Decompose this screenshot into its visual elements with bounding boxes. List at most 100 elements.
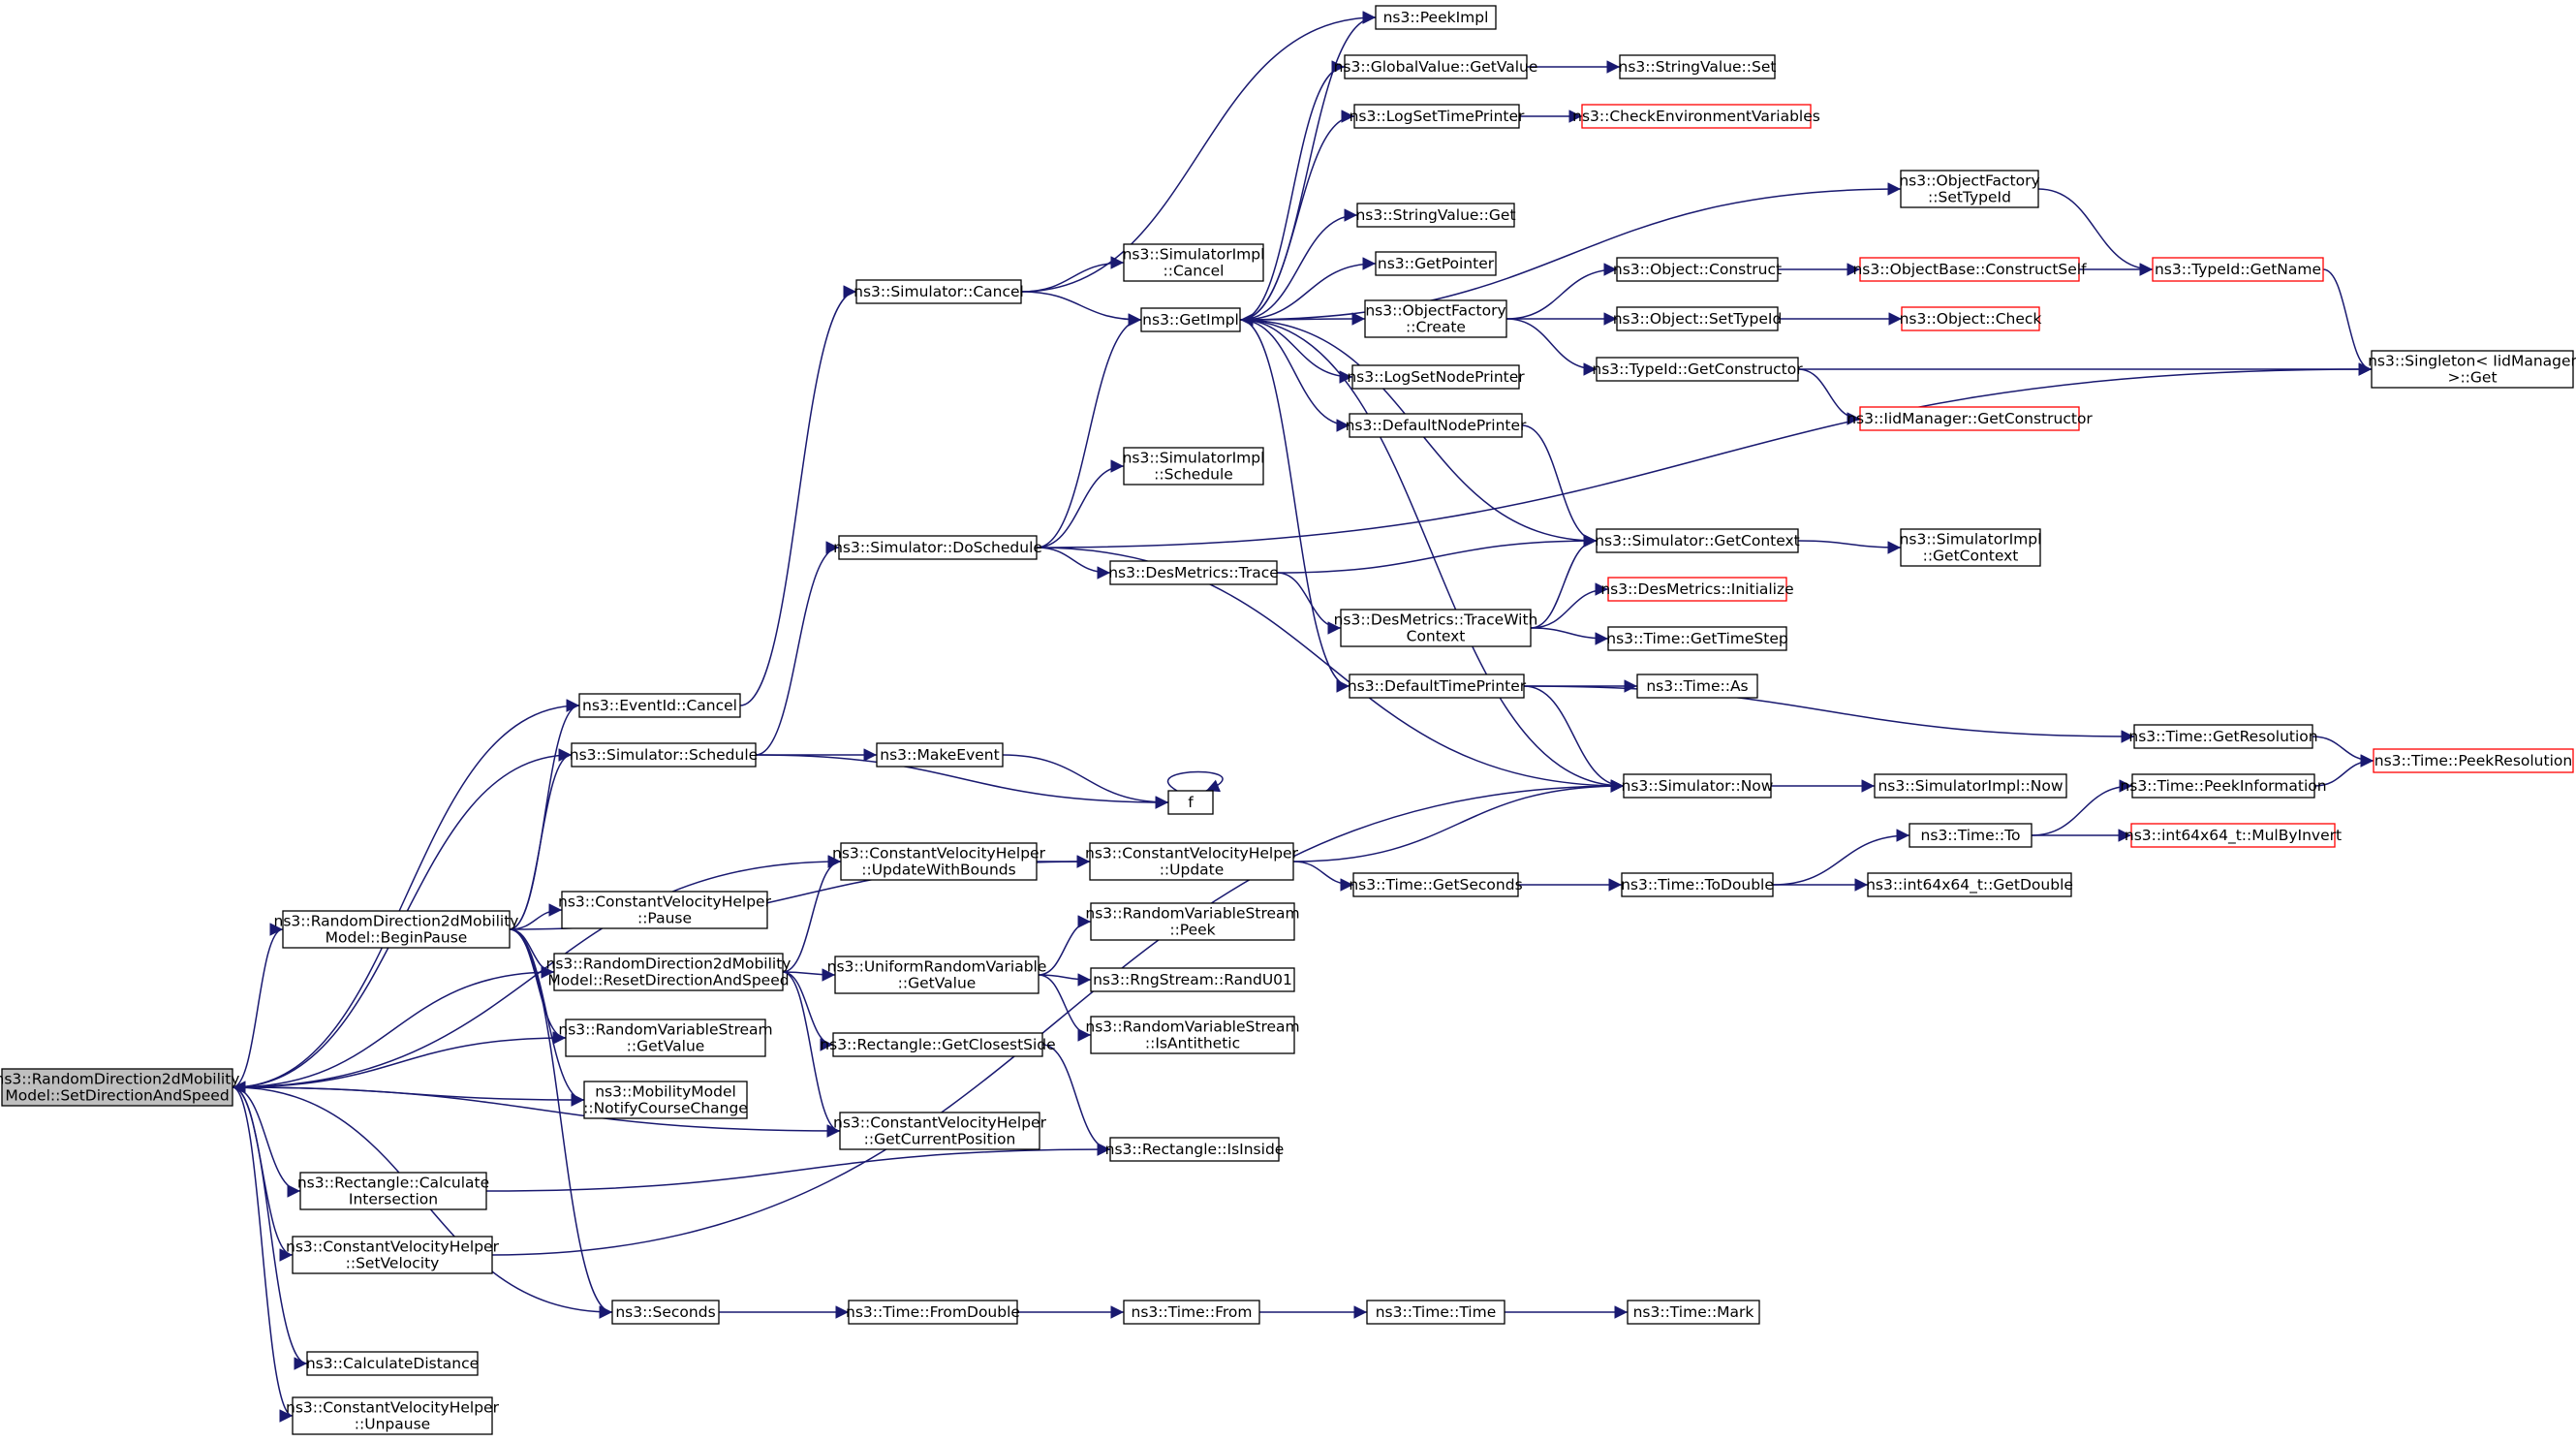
node-box <box>282 910 511 949</box>
edge-root-to-cvh_getpos <box>232 1086 841 1138</box>
node-iid_getctor[interactable]: ns3::IidManager::GetConstructor <box>1847 406 2093 431</box>
node-singleton_get[interactable]: ns3::Singleton< IidManager>::Get <box>2368 350 2576 389</box>
node-time_as[interactable]: ns3::Time::As <box>1636 674 1758 699</box>
edge-root-to-rvs_getvalue <box>232 1031 567 1088</box>
node-obj_check[interactable]: ns3::Object::Check <box>1900 306 2042 331</box>
node-root[interactable]: ns3::RandomDirection2dMobilityModel::Set… <box>0 1068 239 1107</box>
node-label: ns3::CheckEnvironmentVariables <box>1572 108 1820 125</box>
node-time_getseconds[interactable]: ns3::Time::GetSeconds <box>1349 872 1523 897</box>
node-box <box>1859 257 2080 282</box>
node-simimpl_getcontext[interactable]: ns3::SimulatorImpl::GetContext <box>1900 528 2042 567</box>
node-label: ns3::Seconds <box>615 1303 715 1321</box>
node-box <box>1356 203 1515 228</box>
node-f[interactable]: f <box>1167 790 1214 815</box>
node-logsetnode[interactable]: ns3::LogSetNodePrinter <box>1347 364 1525 390</box>
node-makeevent[interactable]: ns3::MakeEvent <box>876 742 1004 768</box>
node-cvh_updatebounds[interactable]: ns3::ConstantVelocityHelper::UpdateWithB… <box>832 842 1046 881</box>
node-gv_getvalue[interactable]: ns3::GlobalValue::GetValue <box>1334 54 1538 79</box>
node-notify[interactable]: ns3::MobilityModel::NotifyCourseChange <box>583 1081 748 1119</box>
node-sim_doschedule[interactable]: ns3::Simulator::DoSchedule <box>833 535 1042 560</box>
edge-root-to-cvh_unpause <box>232 1086 294 1423</box>
node-seconds[interactable]: ns3::Seconds <box>611 1300 720 1325</box>
node-getpointer[interactable]: ns3::GetPointer <box>1375 251 1497 276</box>
node-box <box>1090 1016 1295 1054</box>
node-of_settypeid[interactable]: ns3::ObjectFactory::SetTypeId <box>1899 170 2040 208</box>
node-label: ns3::PeekImpl <box>1383 9 1489 26</box>
node-of_create[interactable]: ns3::ObjectFactory::Create <box>1364 299 1507 338</box>
node-time_gettimestep[interactable]: ns3::Time::GetTimeStep <box>1606 626 1788 651</box>
node-peekimpl[interactable]: ns3::PeekImpl <box>1375 5 1497 30</box>
edge-getimpl-to-logsetnode <box>1239 319 1353 384</box>
node-obj_construct[interactable]: ns3::Object::Construct <box>1613 257 1782 282</box>
node-int64_mulbyinvert[interactable]: ns3::int64x64_t::MulByInvert <box>2125 823 2342 848</box>
node-checkenv[interactable]: ns3::CheckEnvironmentVariables <box>1572 104 1820 129</box>
node-typeid_getctor[interactable]: ns3::TypeId::GetConstructor <box>1592 357 1803 382</box>
node-label: ns3::StringValue::Set <box>1619 58 1777 76</box>
node-cvh_getpos[interactable]: ns3::ConstantVelocityHelper::GetCurrentP… <box>833 1112 1047 1150</box>
node-simimpl_schedule[interactable]: ns3::SimulatorImpl::Schedule <box>1123 447 1265 486</box>
node-time_todouble[interactable]: ns3::Time::ToDouble <box>1621 872 1774 897</box>
node-calcdist[interactable]: ns3::CalculateDistance <box>306 1351 479 1376</box>
node-cvh_unpause[interactable]: ns3::ConstantVelocityHelper::Unpause <box>286 1396 500 1435</box>
node-rvs_getvalue[interactable]: ns3::RandomVariableStream::GetValue <box>558 1019 773 1057</box>
node-typeid_getname[interactable]: ns3::TypeId::GetName <box>2152 257 2324 282</box>
node-rvs_peek[interactable]: ns3::RandomVariableStream::Peek <box>1085 902 1300 941</box>
node-label: Context <box>1407 628 1466 645</box>
node-time_peekres[interactable]: ns3::Time::PeekResolution <box>2373 748 2574 773</box>
node-schedule[interactable]: ns3::Simulator::Schedule <box>570 742 758 768</box>
node-cvh_pause[interactable]: ns3::ConstantVelocityHelper::Pause <box>558 891 772 929</box>
node-box <box>1874 773 2067 799</box>
node-time_fromdouble[interactable]: ns3::Time::FromDouble <box>846 1300 1020 1325</box>
node-rect_closest[interactable]: ns3::Rectangle::GetClosestSide <box>820 1032 1056 1057</box>
node-rvs_isanti[interactable]: ns3::RandomVariableStream::IsAntithetic <box>1085 1016 1300 1054</box>
node-deftimeprinter[interactable]: ns3::DefaultTimePrinter <box>1348 674 1527 699</box>
node-time_mark[interactable]: ns3::Time::Mark <box>1627 1300 1760 1325</box>
node-simimpl_now[interactable]: ns3::SimulatorImpl::Now <box>1874 773 2067 799</box>
node-box <box>2131 773 2315 799</box>
node-time_time[interactable]: ns3::Time::Time <box>1366 1300 1505 1325</box>
node-reset[interactable]: ns3::RandomDirection2dMobilityModel::Res… <box>546 953 791 991</box>
node-desmetrics_trace[interactable]: ns3::DesMetrics::Trace <box>1108 560 1279 585</box>
node-label: ns3::Time::GetResolution <box>2128 728 2317 745</box>
node-rngstream[interactable]: ns3::RngStream::RandU01 <box>1090 967 1295 992</box>
edge-reset-to-root <box>232 971 555 1094</box>
edge-getimpl-to-deftimeprinter <box>1239 319 1350 693</box>
node-label: ::GetValue <box>898 975 977 992</box>
node-objbase_constructself[interactable]: ns3::ObjectBase::ConstructSelf <box>1852 257 2087 282</box>
node-defnodeprinter[interactable]: ns3::DefaultNodePrinter <box>1346 413 1527 438</box>
edge-getimpl-to-defnodeprinter <box>1239 319 1350 432</box>
node-sim_cancel[interactable]: ns3::Simulator::Cancel <box>853 279 1024 304</box>
node-urv_getvalue[interactable]: ns3::UniformRandomVariable::GetValue <box>827 956 1047 994</box>
node-box <box>1109 560 1278 585</box>
node-label: ns3::Object::Construct <box>1613 261 1782 278</box>
node-sim_now[interactable]: ns3::Simulator::Now <box>1622 773 1774 799</box>
node-logsettime[interactable]: ns3::LogSetTimePrinter <box>1350 104 1525 129</box>
node-time_getres[interactable]: ns3::Time::GetResolution <box>2128 724 2318 749</box>
node-simimpl_cancel[interactable]: ns3::SimulatorImpl::Cancel <box>1123 243 1265 282</box>
node-time_peekinfo[interactable]: ns3::Time::PeekInformation <box>2120 773 2327 799</box>
node-getimpl[interactable]: ns3::GetImpl <box>1140 307 1241 332</box>
node-label: ::IsAntithetic <box>1145 1035 1240 1052</box>
node-sv_set[interactable]: ns3::StringValue::Set <box>1619 54 1777 79</box>
node-eventcancel[interactable]: ns3::EventId::Cancel <box>578 693 741 718</box>
node-box <box>1167 790 1214 815</box>
node-beginpause[interactable]: ns3::RandomDirection2dMobilityModel::Beg… <box>274 910 519 949</box>
node-label: ns3::Time::PeekInformation <box>2120 777 2326 795</box>
node-sv_get[interactable]: ns3::StringValue::Get <box>1355 203 1516 228</box>
node-label: ::GetValue <box>627 1038 705 1055</box>
node-cvh_setvel[interactable]: ns3::ConstantVelocityHelper::SetVelocity <box>286 1236 500 1274</box>
node-box <box>553 953 784 991</box>
node-int64_getdouble[interactable]: ns3::int64x64_t::GetDouble <box>1866 872 2073 897</box>
node-sim_getcontext[interactable]: ns3::Simulator::GetContext <box>1595 528 1800 553</box>
node-obj_settypeid[interactable]: ns3::Object::SetTypeId <box>1613 306 1783 331</box>
node-time_from[interactable]: ns3::Time::From <box>1123 1300 1260 1325</box>
node-rect_isinside[interactable]: ns3::Rectangle::IsInside <box>1105 1137 1285 1162</box>
node-box <box>1090 902 1295 941</box>
node-dm_init[interactable]: ns3::DesMetrics::Initialize <box>1600 577 1794 602</box>
edge-time_todouble-to-time_to <box>1772 829 1910 886</box>
node-cvh_update[interactable]: ns3::ConstantVelocityHelper::Update <box>1085 842 1299 881</box>
edge-getimpl-to-getpointer <box>1239 257 1377 321</box>
node-time_to[interactable]: ns3::Time::To <box>1909 823 2033 848</box>
